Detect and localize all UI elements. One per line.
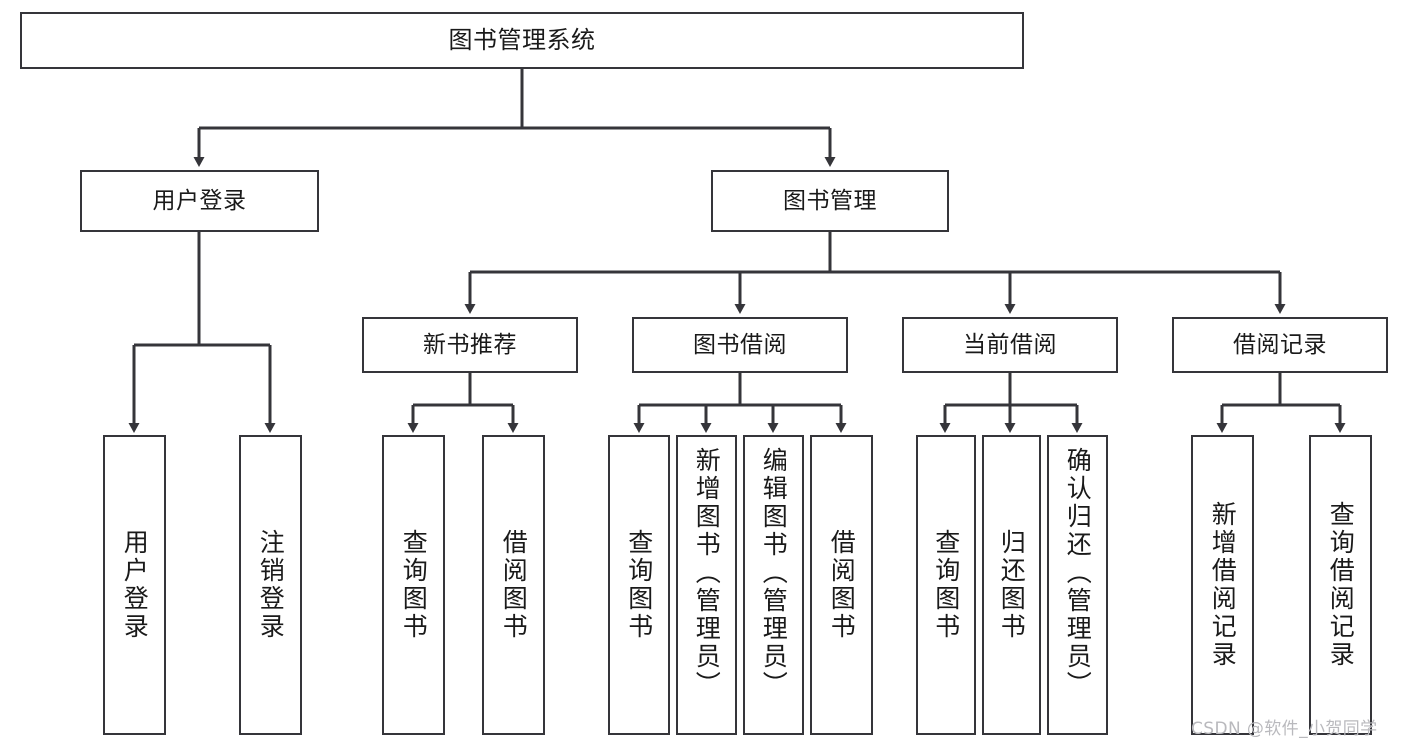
leaf-confirm-return-admin[interactable]: 确认归还（管理员）: [1047, 435, 1108, 735]
node-label: 新增图书（管理员）: [692, 447, 722, 699]
node-user-login[interactable]: 用户登录: [80, 170, 319, 232]
node-root-book-management-system[interactable]: 图书管理系统: [20, 12, 1024, 69]
leaf-query-book-recommend[interactable]: 查询图书: [382, 435, 445, 735]
node-label: 图书借阅: [693, 331, 787, 358]
node-label: 图书管理: [783, 187, 877, 214]
node-label: 编辑图书（管理员）: [759, 447, 789, 699]
node-label: 借阅图书: [827, 529, 857, 641]
leaf-query-book-current[interactable]: 查询图书: [916, 435, 976, 735]
leaf-logout[interactable]: 注销登录: [239, 435, 302, 735]
node-label: 查询图书: [624, 529, 654, 641]
csdn-watermark: CSDN @软件_小贺同学: [1191, 719, 1378, 739]
leaf-query-book-borrow[interactable]: 查询图书: [608, 435, 670, 735]
node-label: 查询借阅记录: [1326, 501, 1356, 669]
leaf-query-borrow-record[interactable]: 查询借阅记录: [1309, 435, 1372, 735]
leaf-edit-book-admin[interactable]: 编辑图书（管理员）: [743, 435, 804, 735]
node-book-management[interactable]: 图书管理: [711, 170, 949, 232]
node-label: 归还图书: [997, 529, 1027, 641]
node-label: 确认归还（管理员）: [1063, 447, 1093, 699]
leaf-user-login[interactable]: 用户登录: [103, 435, 166, 735]
node-label: 注销登录: [256, 529, 286, 641]
node-label: 查询图书: [399, 529, 429, 641]
leaf-return-book[interactable]: 归还图书: [982, 435, 1041, 735]
node-label: 用户登录: [120, 529, 150, 641]
node-label: 当前借阅: [963, 331, 1057, 358]
leaf-borrow-book-recommend[interactable]: 借阅图书: [482, 435, 545, 735]
node-borrow-record[interactable]: 借阅记录: [1172, 317, 1388, 373]
node-label: 借阅记录: [1233, 331, 1327, 358]
leaf-borrow-book[interactable]: 借阅图书: [810, 435, 873, 735]
node-label: 新书推荐: [423, 331, 517, 358]
node-book-borrow[interactable]: 图书借阅: [632, 317, 848, 373]
leaf-add-borrow-record[interactable]: 新增借阅记录: [1191, 435, 1254, 735]
node-label: 图书管理系统: [448, 26, 596, 55]
node-current-borrow[interactable]: 当前借阅: [902, 317, 1118, 373]
node-label: 查询图书: [931, 529, 961, 641]
node-label: 借阅图书: [499, 529, 529, 641]
node-label: 用户登录: [152, 187, 247, 214]
node-label: 新增借阅记录: [1208, 501, 1238, 669]
node-new-book-recommendation[interactable]: 新书推荐: [362, 317, 578, 373]
leaf-add-book-admin[interactable]: 新增图书（管理员）: [676, 435, 737, 735]
